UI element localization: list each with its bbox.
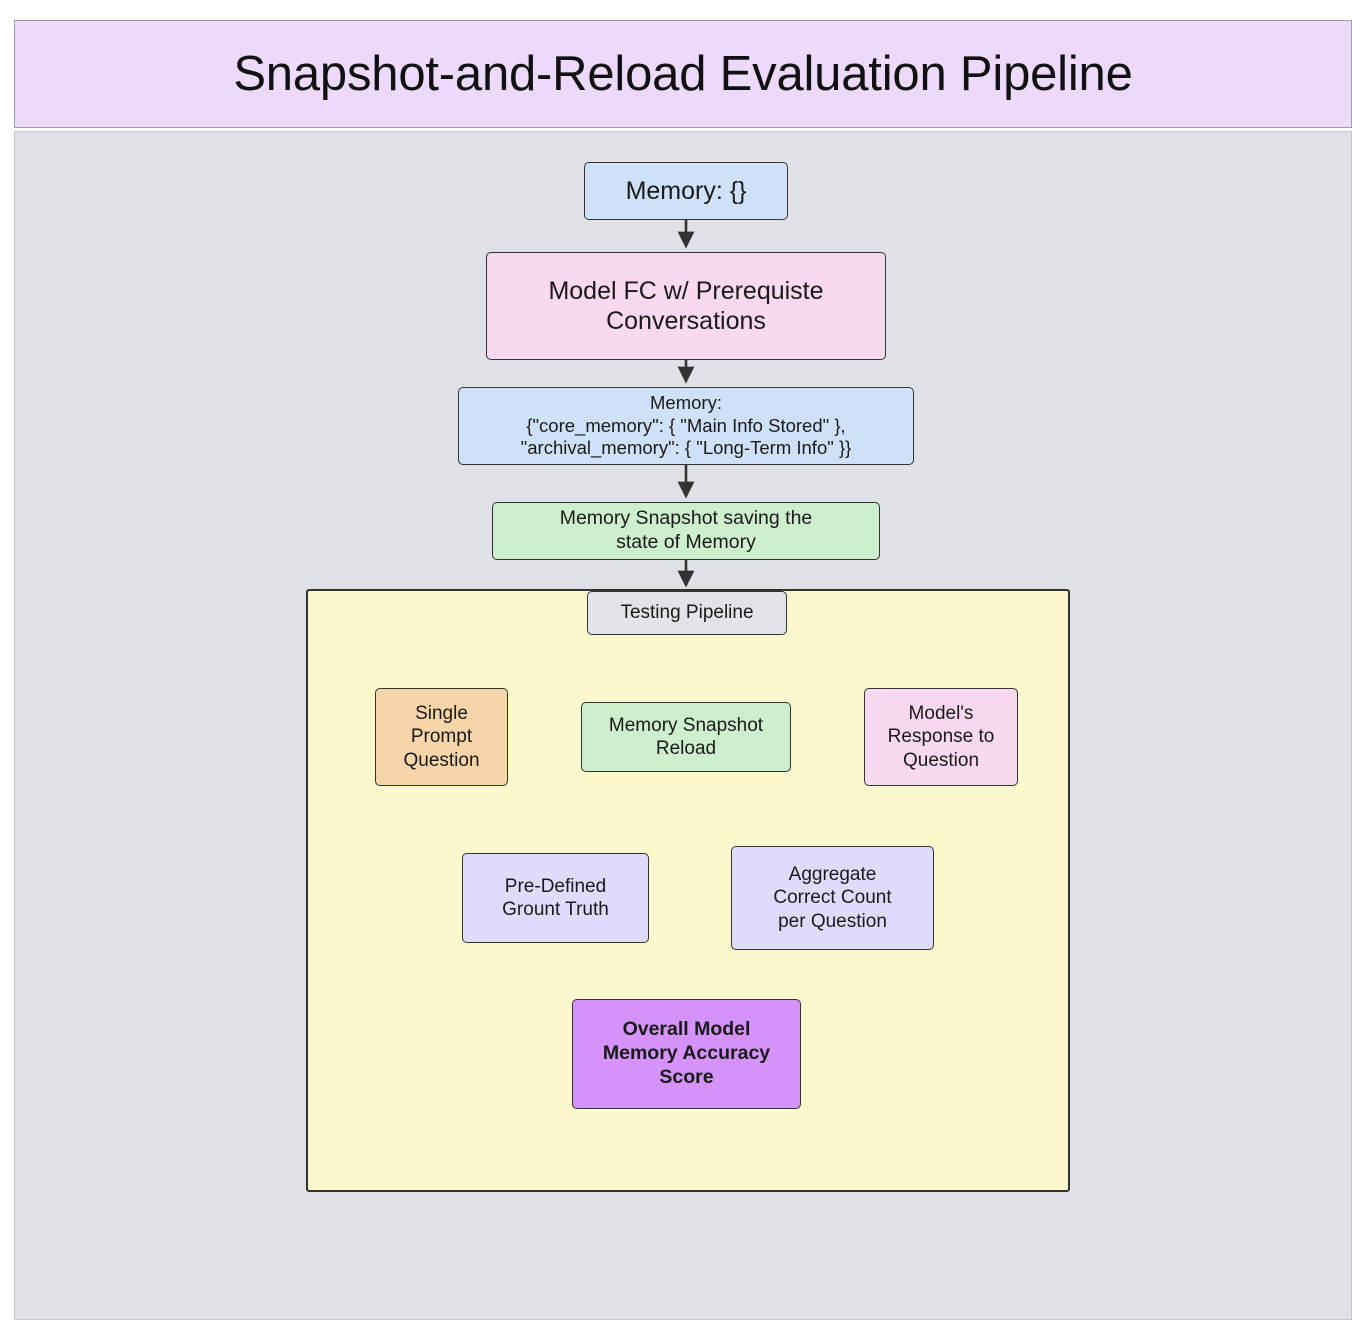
node-model-fc-label: Model FC w/ Prerequiste Conversations bbox=[548, 276, 824, 336]
node-memory-snapshot-reload-label: Memory Snapshot Reload bbox=[608, 714, 764, 759]
page-title: Snapshot-and-Reload Evaluation Pipeline bbox=[233, 47, 1133, 101]
node-overall-accuracy-score[interactable]: Overall Model Memory Accuracy Score bbox=[572, 999, 801, 1109]
node-single-prompt-question-label: Single Prompt Question bbox=[403, 703, 480, 771]
node-model-fc[interactable]: Model FC w/ Prerequiste Conversations bbox=[486, 252, 886, 360]
diagram-canvas: Testing Pipeline Memory: {} Model FC w/ … bbox=[14, 131, 1352, 1320]
node-aggregate-correct-count-label: Aggregate Correct Count per Question bbox=[773, 864, 892, 932]
node-memory-empty[interactable]: Memory: {} bbox=[584, 162, 788, 220]
subgraph-label-testing-pipeline: Testing Pipeline bbox=[587, 591, 787, 635]
node-overall-accuracy-score-label: Overall Model Memory Accuracy Score bbox=[602, 1018, 771, 1088]
diagram-title-banner: Snapshot-and-Reload Evaluation Pipeline bbox=[14, 20, 1352, 128]
node-memory-json[interactable]: Memory: {"core_memory": { "Main Info Sto… bbox=[458, 387, 914, 465]
node-model-response[interactable]: Model's Response to Question bbox=[864, 688, 1018, 786]
node-pre-defined-ground-truth-label: Pre-Defined Grount Truth bbox=[502, 875, 609, 920]
node-memory-snapshot-save[interactable]: Memory Snapshot saving the state of Memo… bbox=[492, 502, 880, 560]
node-memory-snapshot-reload[interactable]: Memory Snapshot Reload bbox=[581, 702, 791, 772]
node-pre-defined-ground-truth[interactable]: Pre-Defined Grount Truth bbox=[462, 853, 649, 943]
node-aggregate-correct-count[interactable]: Aggregate Correct Count per Question bbox=[731, 846, 934, 950]
node-memory-empty-label: Memory: {} bbox=[625, 176, 747, 205]
node-single-prompt-question[interactable]: Single Prompt Question bbox=[375, 688, 508, 786]
subgraph-label-text: Testing Pipeline bbox=[620, 602, 754, 623]
node-model-response-label: Model's Response to Question bbox=[887, 703, 995, 771]
node-memory-json-label: Memory: {"core_memory": { "Main Info Sto… bbox=[520, 392, 852, 459]
node-memory-snapshot-save-label: Memory Snapshot saving the state of Memo… bbox=[559, 507, 813, 553]
